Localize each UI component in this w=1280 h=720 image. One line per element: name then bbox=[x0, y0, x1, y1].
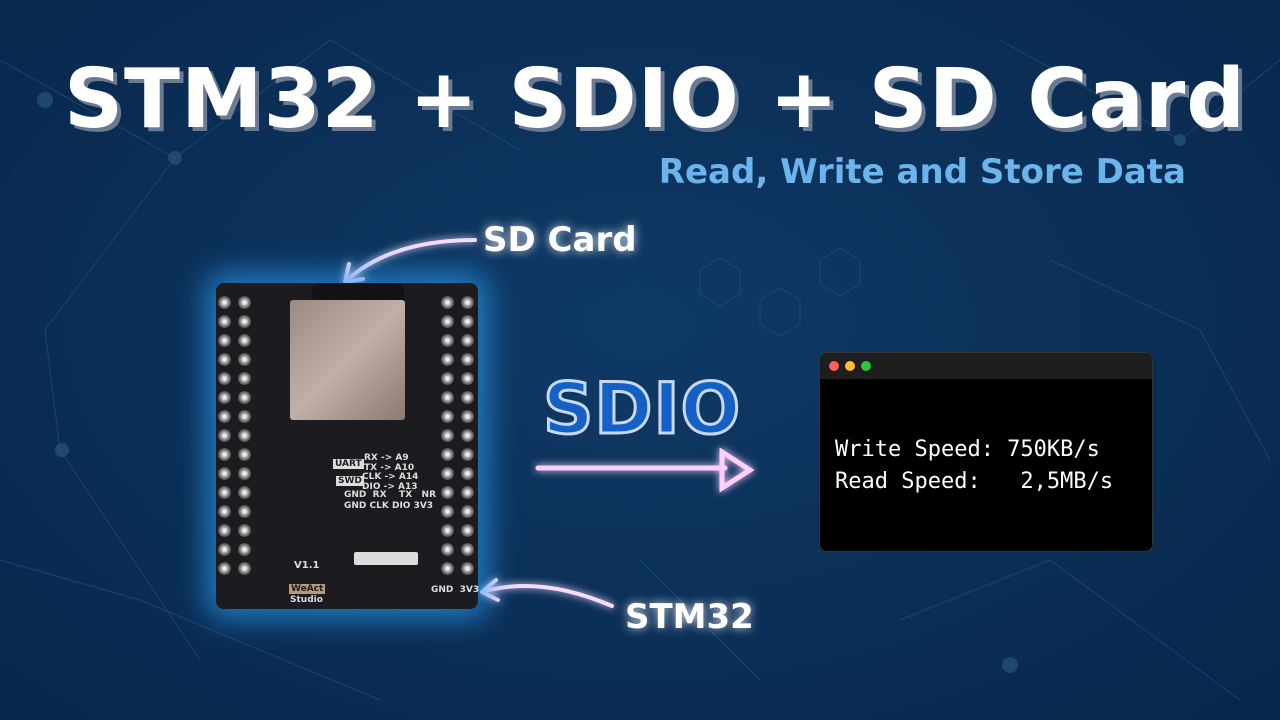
sdio-label: SDIO bbox=[541, 367, 742, 452]
terminal-titlebar bbox=[820, 353, 1152, 379]
header-pin bbox=[461, 562, 474, 575]
sd-card-slot bbox=[290, 300, 405, 420]
header-pin bbox=[461, 505, 474, 518]
header-pin bbox=[441, 315, 454, 328]
header-pin bbox=[238, 486, 251, 499]
subtitle: Read, Write and Store Data bbox=[658, 152, 1186, 192]
header-pin bbox=[461, 372, 474, 385]
header-pin bbox=[218, 372, 231, 385]
header-pin bbox=[238, 448, 251, 461]
header-pin bbox=[238, 524, 251, 537]
minimize-dot-icon bbox=[845, 361, 855, 371]
header-pin bbox=[218, 448, 231, 461]
page-title: STM32 + SDIO + SD Card bbox=[64, 52, 1246, 147]
header-pin bbox=[441, 372, 454, 385]
header-pin bbox=[238, 372, 251, 385]
row2-label: GND CLK DIO 3V3 bbox=[344, 501, 434, 511]
header-pin bbox=[238, 391, 251, 404]
close-dot-icon bbox=[829, 361, 839, 371]
header-pin bbox=[218, 391, 231, 404]
header-pin bbox=[461, 334, 474, 347]
header-pin bbox=[441, 334, 454, 347]
sd-card-label: SD Card bbox=[483, 220, 637, 260]
header-pin bbox=[441, 429, 454, 442]
header-pin bbox=[238, 505, 251, 518]
terminal-window: Write Speed: 750KB/s Read Speed: 2,5MB/s bbox=[819, 352, 1153, 552]
header-pin bbox=[218, 334, 231, 347]
swd-label: SWD bbox=[336, 476, 364, 486]
header-pin bbox=[238, 543, 251, 556]
header-pin bbox=[461, 429, 474, 442]
header-pin bbox=[441, 562, 454, 575]
header-pin bbox=[441, 353, 454, 366]
header-pin bbox=[441, 543, 454, 556]
header-pin bbox=[218, 543, 231, 556]
header-pin bbox=[441, 486, 454, 499]
header-pin bbox=[461, 524, 474, 537]
header-pin bbox=[218, 467, 231, 480]
header-pin bbox=[238, 467, 251, 480]
row1-label: GND RX TX NR bbox=[344, 490, 436, 500]
write-speed-line: Write Speed: 750KB/s bbox=[835, 437, 1100, 462]
stm32-label: STM32 bbox=[625, 597, 754, 637]
sd-card bbox=[312, 283, 404, 303]
header-pin bbox=[461, 486, 474, 499]
sdio-arrow bbox=[535, 447, 755, 493]
header-pin bbox=[238, 334, 251, 347]
maximize-dot-icon bbox=[861, 361, 871, 371]
header-pin bbox=[461, 353, 474, 366]
header-pin bbox=[218, 505, 231, 518]
header-pin bbox=[238, 429, 251, 442]
header-pin bbox=[461, 543, 474, 556]
header-pin bbox=[441, 448, 454, 461]
silk-bar bbox=[354, 552, 418, 565]
rx-label: RX -> A9 bbox=[364, 453, 409, 463]
brand-logo: WeAct bbox=[289, 584, 326, 594]
header-pin bbox=[441, 467, 454, 480]
clk-label: CLK -> A14 bbox=[362, 472, 419, 482]
header-pin bbox=[461, 410, 474, 423]
header-pin bbox=[218, 315, 231, 328]
header-pin bbox=[238, 410, 251, 423]
tx-label: TX -> A10 bbox=[364, 463, 415, 473]
header-pin bbox=[218, 524, 231, 537]
read-speed-line: Read Speed: 2,5MB/s bbox=[835, 469, 1114, 494]
gnd-3v3-label: GND 3V3 bbox=[431, 585, 480, 595]
header-pin bbox=[441, 296, 454, 309]
version-label: V1.1 bbox=[294, 560, 320, 571]
header-pin bbox=[461, 467, 474, 480]
header-pin bbox=[238, 562, 251, 575]
header-pin bbox=[218, 429, 231, 442]
header-pin bbox=[441, 391, 454, 404]
header-pin bbox=[441, 524, 454, 537]
stm32-arrow bbox=[480, 578, 614, 608]
header-pin bbox=[238, 315, 251, 328]
header-pin bbox=[461, 391, 474, 404]
header-pin bbox=[441, 410, 454, 423]
uart-label: UART bbox=[333, 459, 364, 469]
header-pin bbox=[238, 296, 251, 309]
dio-label: DIO -> A13 bbox=[362, 482, 418, 492]
header-pin bbox=[218, 486, 231, 499]
header-pin bbox=[461, 448, 474, 461]
header-pin bbox=[218, 353, 231, 366]
header-pin bbox=[441, 505, 454, 518]
sd-card-arrow bbox=[343, 238, 477, 284]
header-pin bbox=[218, 410, 231, 423]
header-pin bbox=[218, 296, 231, 309]
header-pin bbox=[238, 353, 251, 366]
brand-studio: Studio bbox=[290, 595, 323, 605]
header-pin bbox=[461, 296, 474, 309]
header-pin bbox=[218, 562, 231, 575]
header-pin bbox=[461, 315, 474, 328]
